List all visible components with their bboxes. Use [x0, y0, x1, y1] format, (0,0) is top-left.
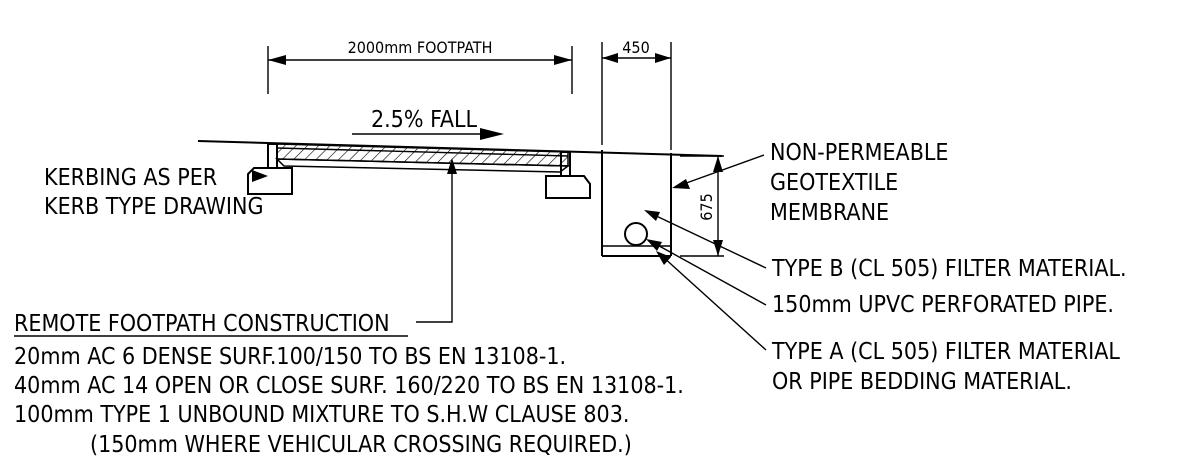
- kerbing-note-line1: KERBING AS PER: [44, 165, 217, 191]
- filter-b-note: TYPE B (CL 505) FILTER MATERIAL.: [771, 256, 1127, 282]
- fall-label: 2.5% FALL: [371, 107, 478, 133]
- perforated-pipe: [624, 222, 648, 246]
- trench-depth-dimension: [680, 155, 724, 257]
- filter-a-note-line1: TYPE A (CL 505) FILTER MATERIAL: [771, 339, 1120, 365]
- kerbing-note-line2: KERB TYPE DRAWING: [44, 194, 264, 220]
- trench-depth-label: 675: [697, 193, 716, 220]
- construction-heading: REMOTE FOOTPATH CONSTRUCTION: [14, 311, 390, 337]
- trench-width-dimension: [601, 42, 672, 150]
- pipe-leader: [646, 239, 767, 306]
- construction-layer-4: (150mm WHERE VEHICULAR CROSSING REQUIRED…: [90, 432, 632, 458]
- construction-layer-1: 20mm AC 6 DENSE SURF.100/150 TO BS EN 13…: [14, 344, 566, 370]
- trench-width-label: 450: [622, 38, 649, 57]
- construction-layer-3: 100mm TYPE 1 UNBOUND MIXTURE TO S.H.W CL…: [14, 402, 629, 428]
- footpath-width-label: 2000mm FOOTPATH: [348, 38, 493, 57]
- filter-a-note-line2: OR PIPE BEDDING MATERIAL.: [772, 369, 1072, 395]
- pipe-note: 150mm UPVC PERFORATED PIPE.: [772, 292, 1114, 318]
- membrane-note-line2: GEOTEXTILE: [770, 170, 898, 196]
- right-kerb: [545, 151, 591, 199]
- kerbing-leader: [252, 170, 268, 182]
- construction-leader: [416, 158, 457, 323]
- fall-arrow: [352, 128, 504, 140]
- filter-b-leader: [644, 210, 767, 269]
- membrane-leader: [672, 154, 765, 189]
- footpath-dimension: [267, 46, 573, 94]
- membrane-note-line3: MEMBRANE: [770, 200, 889, 226]
- left-kerb: [247, 143, 293, 195]
- construction-layer-2: 40mm AC 14 OPEN OR CLOSE SURF. 160/220 T…: [14, 373, 684, 399]
- membrane-note-line1: NON-PERMEABLE: [770, 140, 949, 166]
- footpath-layer-line: [276, 147, 569, 157]
- filter-trench: [601, 150, 672, 257]
- filter-a-leader: [656, 251, 767, 351]
